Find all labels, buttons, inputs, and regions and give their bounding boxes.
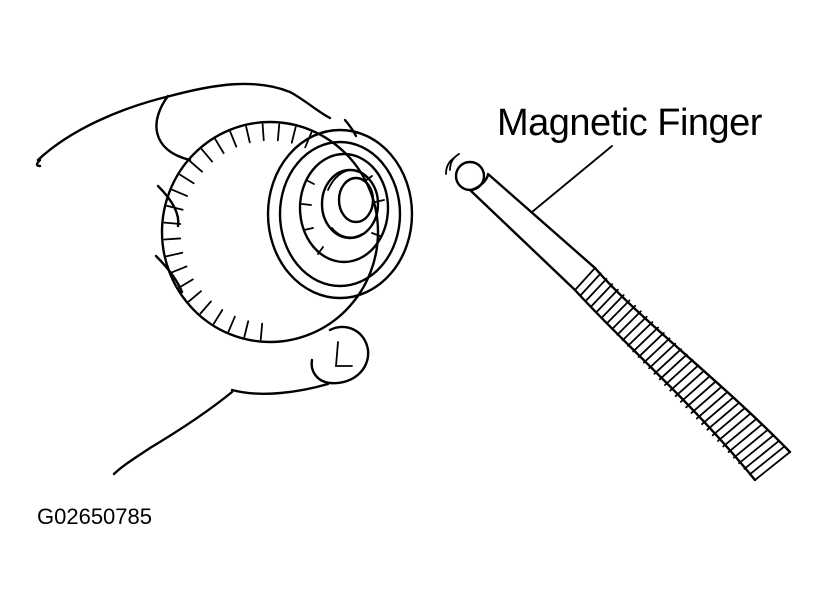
gear-tooth [276,123,281,142]
coil-ring [648,342,677,370]
coil-ring [685,380,717,409]
gear-tooth [179,173,195,185]
callout-label-magnetic-finger: Magnetic Finger [497,102,763,144]
gear-tooth [166,204,184,211]
coil-ring [727,424,763,453]
coil-ring [621,315,648,342]
coil-ring [695,391,728,420]
coil-ring [717,413,751,442]
gear-tooth [212,309,224,325]
coil-ring [642,337,671,364]
gear-tooth [214,138,225,155]
gear-teeth [163,123,313,341]
coil-ring [595,288,619,314]
coil-ring [679,375,711,403]
coil-ring [690,386,723,414]
coil-ring [732,429,768,459]
magnetic-finger-tool [445,153,792,482]
gear-tooth [163,221,182,225]
coil-ring [669,364,700,392]
coil-ring [574,267,596,291]
coil-ring [616,310,642,336]
callout-leader-line [531,145,613,213]
coil-ring [653,348,682,375]
gear-tooth [229,130,238,148]
gear-tooth [259,322,264,341]
gear-tooth [243,320,250,338]
coil-ring [664,359,694,386]
coil-ring [722,418,757,448]
coil-ring [600,294,625,319]
coil-ring [611,304,637,331]
coil-sleeve [574,267,791,481]
coil-ring [738,434,774,465]
hand-drawing [35,82,370,476]
gear-tooth [200,148,214,163]
gear-tooth [245,125,251,144]
coil-ring [627,321,654,347]
gear-tooth [227,315,236,333]
coil-ring [701,396,734,426]
coil-ring [632,326,659,353]
coil-ring [748,445,786,476]
figure-code: G02650785 [37,504,152,529]
gear-tooth [170,265,188,274]
gear-tooth [178,278,194,289]
coil-ring [584,277,608,303]
gear-tooth [261,123,265,142]
coil-ring [674,369,705,398]
coil-ring [589,283,614,308]
coil-ring [605,299,631,325]
coil-ring [658,353,688,381]
gear-drawing [160,120,414,344]
gear-tooth [171,188,189,197]
coil-ring [579,272,602,297]
coil-ring [711,407,746,437]
gear-tooth [187,290,202,303]
gear-tooth [163,237,182,241]
coil-ring [743,440,780,470]
gear-tooth [189,160,203,173]
gear-tooth [199,300,212,315]
gear-tooth [290,126,297,144]
coil-ring [637,332,665,358]
coil-ring [706,402,740,431]
coil-ring [754,451,791,481]
gear-tooth [165,251,184,258]
